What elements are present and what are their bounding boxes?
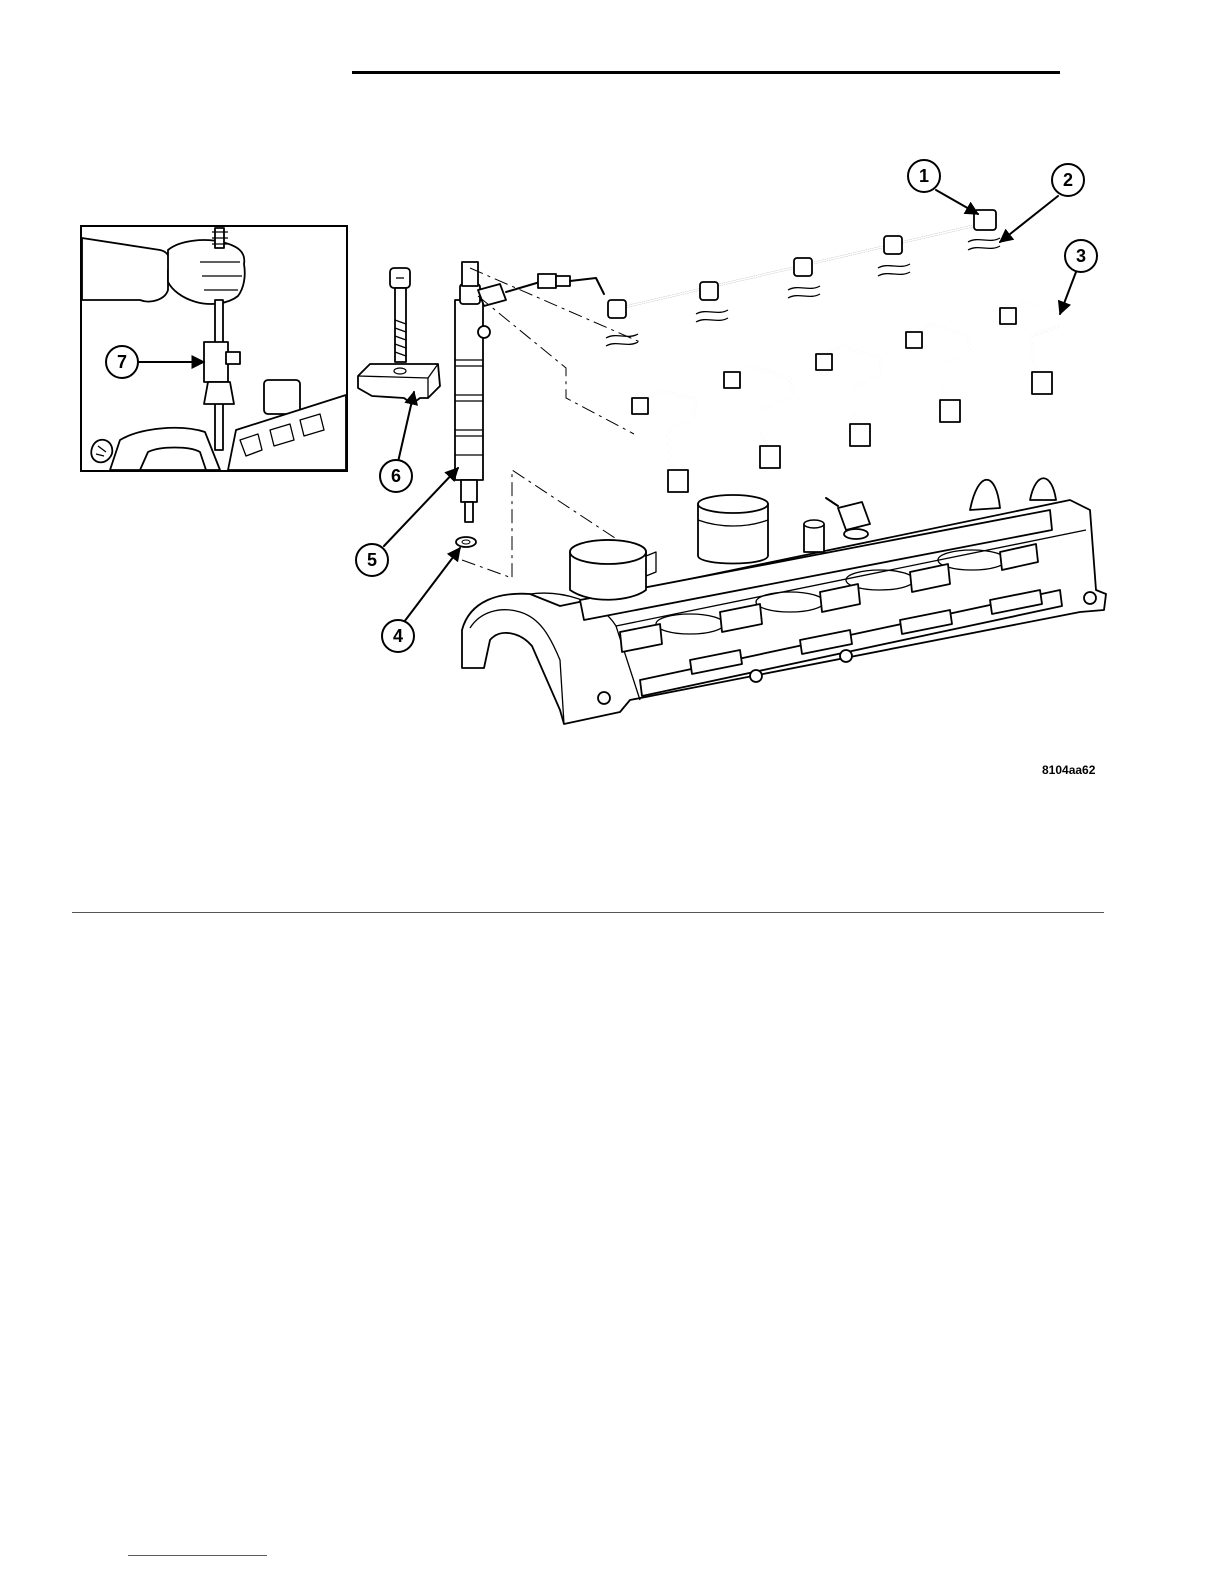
- callout-6-label: 6: [391, 466, 401, 486]
- callout-1-label: 1: [919, 166, 929, 186]
- callout-7-label: 7: [117, 352, 127, 372]
- injector-clamp: [358, 364, 440, 404]
- callout-7: 7: [106, 346, 138, 378]
- callout-2: 2: [1052, 164, 1084, 196]
- hold-down-bolt: [390, 268, 410, 362]
- callout-5-label: 5: [367, 550, 377, 570]
- cylinder-head-cover: [462, 478, 1106, 724]
- callout-4: 4: [382, 620, 414, 652]
- footer-link-underline: [128, 1555, 267, 1556]
- fuel-injector-exploded-diagram: 1 2 3 4 5 6 7 8104aa62: [0, 0, 1224, 900]
- callout-1: 1: [908, 160, 940, 192]
- injector-washer: [456, 537, 476, 547]
- callout-2-label: 2: [1063, 170, 1073, 190]
- figure-code: 8104aa62: [1042, 763, 1096, 777]
- callout-3: 3: [1065, 240, 1097, 272]
- fuel-return-line: [606, 210, 1000, 346]
- fuel-injector: [455, 262, 604, 522]
- callout-3-label: 3: [1076, 246, 1086, 266]
- callout-6: 6: [380, 460, 412, 492]
- section-divider: [72, 912, 1104, 913]
- high-pressure-fuel-lines: [632, 300, 1060, 492]
- callout-5: 5: [356, 544, 388, 576]
- callout-4-label: 4: [393, 626, 403, 646]
